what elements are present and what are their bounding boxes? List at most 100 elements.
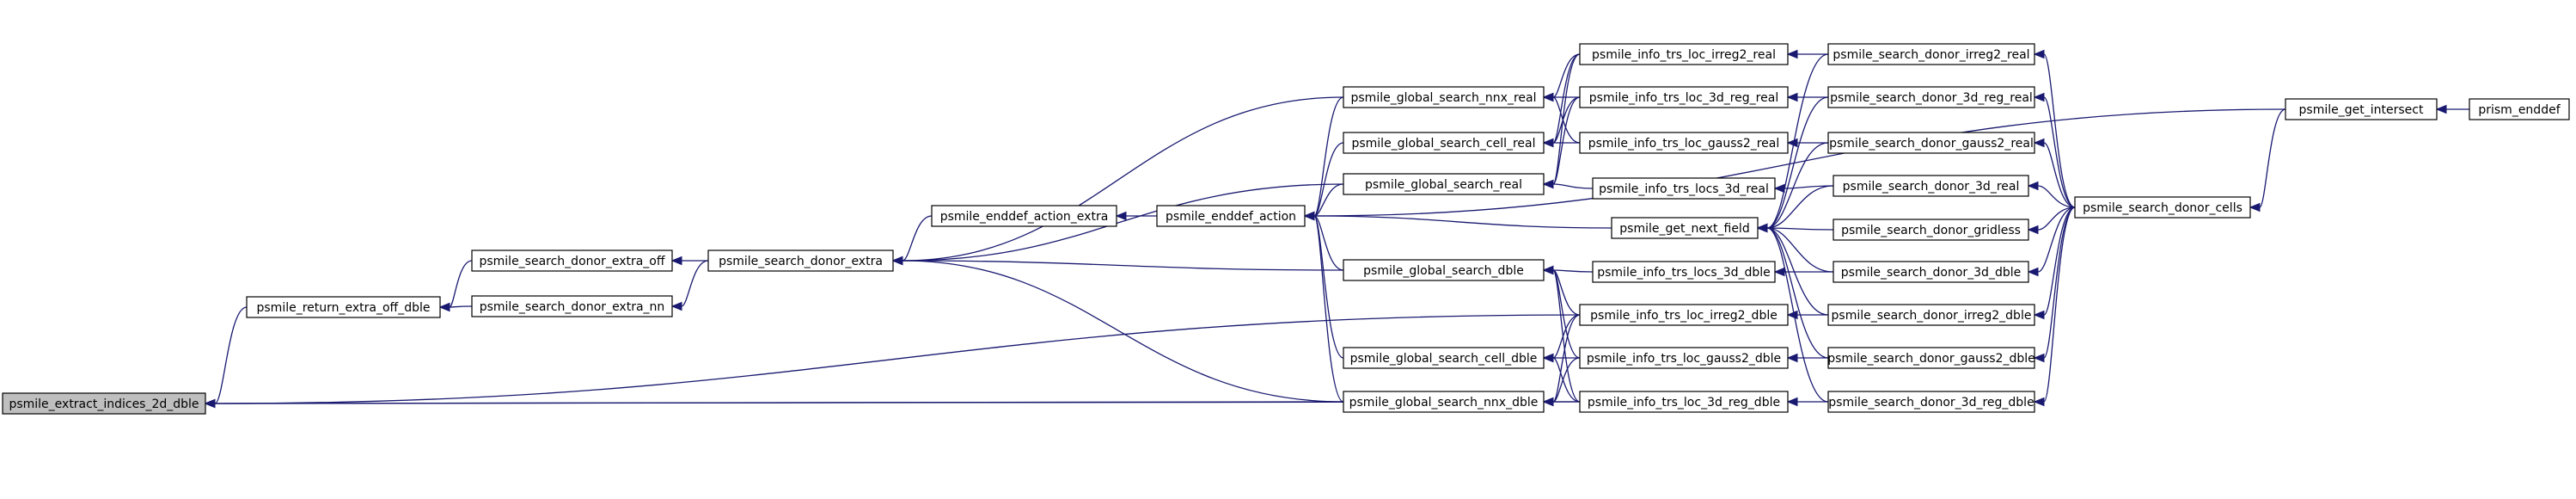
edge-n_gs_dble-to-n_extra: [902, 260, 1344, 271]
arrowhead-n_it_locs3d_real-to-n_gs_real: [1542, 179, 1554, 189]
node-next-field[interactable]: psmile_get_next_field: [1611, 217, 1759, 239]
node-gs-cell-real[interactable]: psmile_global_search_cell_real: [1343, 132, 1545, 154]
node-label: psmile_enddef_action_extra: [940, 210, 1109, 224]
node-extract[interactable]: psmile_extract_indices_2d_dble: [2, 392, 206, 415]
node-box: [1579, 132, 1789, 154]
edge-n_it_3dreg_dble-to-n_gs_dble: [1552, 269, 1581, 403]
node-sd-gridless[interactable]: psmile_search_donor_gridless: [1833, 219, 2029, 241]
node-sd-gauss2-dble[interactable]: psmile_search_donor_gauss2_dble: [1827, 347, 2035, 369]
node-it-gauss2-real[interactable]: psmile_info_trs_loc_gauss2_real: [1579, 132, 1789, 154]
edge-n_intersect-to-n_sd_cells: [2259, 108, 2286, 208]
edge-n_gs_cell_real-to-n_enddef: [1313, 142, 1344, 217]
node-box: [1343, 173, 1545, 195]
node-label: psmile_search_donor_gridless: [1841, 224, 2021, 237]
edge-n_gs_dble-to-n_enddef: [1313, 215, 1344, 271]
node-box: [1343, 132, 1545, 154]
node-it-locs3d-dble[interactable]: psmile_info_trs_locs_3d_dble: [1592, 261, 1776, 283]
arrowhead-n_sd_cells-to-n_sd_irreg2_real: [2033, 49, 2045, 59]
node-label: psmile_global_search_cell_real: [1351, 137, 1535, 151]
node-box: [1592, 261, 1776, 283]
arrowhead-n_sd_cells-to-n_sd_3d_dble: [2027, 267, 2039, 277]
arrowhead-n_it_3dreg_dble-to-n_gs_cell_dble: [1542, 353, 1554, 363]
node-box: [1579, 391, 1789, 413]
arrowhead-n_sd_cells-to-n_sd_3d_real: [2027, 181, 2039, 191]
node-sd-3dreg-dble[interactable]: psmile_search_donor_3d_reg_dble: [1827, 391, 2035, 413]
node-sd-irreg2-real[interactable]: psmile_search_donor_irreg2_real: [1827, 43, 2035, 65]
node-sd-cells[interactable]: psmile_search_donor_cells: [2074, 196, 2251, 219]
node-sd-3dreg-real[interactable]: psmile_search_donor_3d_reg_real: [1827, 86, 2035, 108]
arrowhead-n_sd_irreg2_dble-to-n_it_irreg2_dble: [1786, 310, 1798, 320]
node-box: [1833, 261, 2029, 283]
arrowhead-n_sd_3d_real-to-n_it_locs3d_real: [1773, 183, 1785, 194]
node-box: [1611, 217, 1759, 239]
edge-n_sd_cells-to-n_sd_gauss2_real: [2043, 142, 2076, 208]
edge-n_sd_cells-to-n_sd_irreg2_real: [2043, 53, 2076, 208]
node-gs-dble[interactable]: psmile_global_search_dble: [1343, 259, 1545, 281]
edge-n_it_locs3d_dble-to-n_gs_dble: [1552, 269, 1594, 273]
node-intersect[interactable]: psmile_get_intersect: [2285, 98, 2438, 120]
arrowhead-n_sd_cells-to-n_sd_irreg2_dble: [2033, 310, 2045, 320]
node-label: psmile_extract_indices_2d_dble: [9, 397, 199, 411]
node-label: psmile_global_search_cell_dble: [1350, 352, 1538, 366]
node-extra[interactable]: psmile_search_donor_extra: [707, 250, 894, 272]
node-label: prism_enddef: [2478, 103, 2561, 117]
node-box: [1156, 205, 1306, 227]
node-box: [1592, 177, 1776, 200]
arrowhead-n_it_gauss2_real-to-n_gs_nnx_real: [1542, 92, 1554, 102]
edge-n_enddefextra-to-n_extra: [902, 215, 933, 262]
edge-n_sd_3d_real-to-n_next_field: [1766, 185, 1834, 229]
edge-n_extrann-to-n_return: [449, 305, 473, 308]
node-label: psmile_search_donor_irreg2_real: [1833, 48, 2029, 62]
node-box: [1579, 347, 1789, 369]
node-sd-3d-dble[interactable]: psmile_search_donor_3d_dble: [1833, 261, 2029, 283]
arrowhead-n_sd_3dreg_dble-to-n_it_3dreg_dble: [1786, 397, 1798, 407]
node-it-3dreg-dble[interactable]: psmile_info_trs_loc_3d_reg_dble: [1579, 391, 1789, 413]
node-box: [2074, 196, 2251, 219]
node-label: psmile_info_trs_loc_irreg2_real: [1592, 48, 1776, 62]
node-gs-cell-dble[interactable]: psmile_global_search_cell_dble: [1343, 347, 1545, 369]
node-label: psmile_global_search_nnx_dble: [1349, 396, 1539, 410]
node-label: psmile_global_search_dble: [1363, 264, 1524, 278]
node-it-locs3d-real[interactable]: psmile_info_trs_locs_3d_real: [1592, 177, 1776, 200]
edge-n_sd_cells-to-n_sd_3dreg_real: [2043, 96, 2076, 208]
node-enddefextra[interactable]: psmile_enddef_action_extra: [931, 205, 1117, 227]
edge-n_sd_cells-to-n_sd_gridless: [2037, 206, 2076, 231]
edge-n_it_irreg2_dble-to-n_gs_nnx_dble: [1552, 314, 1581, 403]
node-box: [1827, 43, 2035, 65]
node-it-irreg2-real[interactable]: psmile_info_trs_loc_irreg2_real: [1579, 43, 1789, 65]
node-gs-nnx-real[interactable]: psmile_global_search_nnx_real: [1343, 86, 1545, 108]
node-extraoff[interactable]: psmile_search_donor_extra_off: [471, 250, 673, 272]
edge-n_intersect-to-n_enddef: [1313, 108, 2286, 217]
node-it-gauss2-dble[interactable]: psmile_info_trs_loc_gauss2_dble: [1579, 347, 1789, 369]
node-it-irreg2-dble[interactable]: psmile_info_trs_loc_irreg2_dble: [1579, 304, 1789, 326]
node-gs-real[interactable]: psmile_global_search_real: [1343, 173, 1545, 195]
edge-n_sd_cells-to-n_sd_gauss2_dble: [2043, 206, 2076, 359]
arrowhead-n_sd_cells-to-n_sd_gauss2_dble: [2033, 353, 2045, 363]
arrowhead-n_sd_3dreg_real-to-n_it_3dreg_real: [1786, 92, 1798, 102]
node-label: psmile_search_donor_extra: [719, 255, 883, 268]
node-it-3dreg-real[interactable]: psmile_info_trs_loc_3d_reg_real: [1579, 86, 1789, 108]
node-box: [1343, 347, 1545, 369]
node-box: [2469, 98, 2570, 120]
node-sd-irreg2-dble[interactable]: psmile_search_donor_irreg2_dble: [1827, 304, 2035, 326]
node-gs-nnx-dble[interactable]: psmile_global_search_nnx_dble: [1343, 391, 1545, 413]
arrowhead-n_sd_cells-to-n_sd_3dreg_real: [2033, 92, 2045, 102]
edge-n_it_irreg2_real-to-n_gs_nnx_real: [1552, 53, 1581, 98]
node-extrann[interactable]: psmile_search_donor_extra_nn: [471, 295, 673, 317]
arrowhead-n_sd_3dreg_dble-to-n_next_field: [1756, 223, 1768, 233]
node-box: [2285, 98, 2438, 120]
edge-n_sd_cells-to-n_sd_3dreg_dble: [2043, 206, 2076, 403]
node-box: [1827, 391, 2035, 413]
node-sd-3d-real[interactable]: psmile_search_donor_3d_real: [1833, 175, 2029, 197]
node-return[interactable]: psmile_return_extra_off_dble: [246, 296, 441, 318]
node-box: [1579, 304, 1789, 326]
node-label: psmile_info_trs_locs_3d_real: [1599, 182, 1769, 196]
node-enddef[interactable]: psmile_enddef_action: [1156, 205, 1306, 227]
node-prism[interactable]: prism_enddef: [2469, 98, 2570, 120]
arrowhead-n_prism-to-n_intersect: [2435, 104, 2447, 114]
arrowhead-n_sd_cells-to-n_sd_gauss2_real: [2033, 138, 2045, 148]
node-label: psmile_search_donor_extra_off: [479, 255, 664, 268]
arrowhead-n_intersect-to-n_enddef: [1303, 211, 1315, 221]
edge-n_sd_cells-to-n_sd_irreg2_dble: [2043, 206, 2076, 316]
node-sd-gauss2-real[interactable]: psmile_search_donor_gauss2_real: [1827, 132, 2035, 154]
